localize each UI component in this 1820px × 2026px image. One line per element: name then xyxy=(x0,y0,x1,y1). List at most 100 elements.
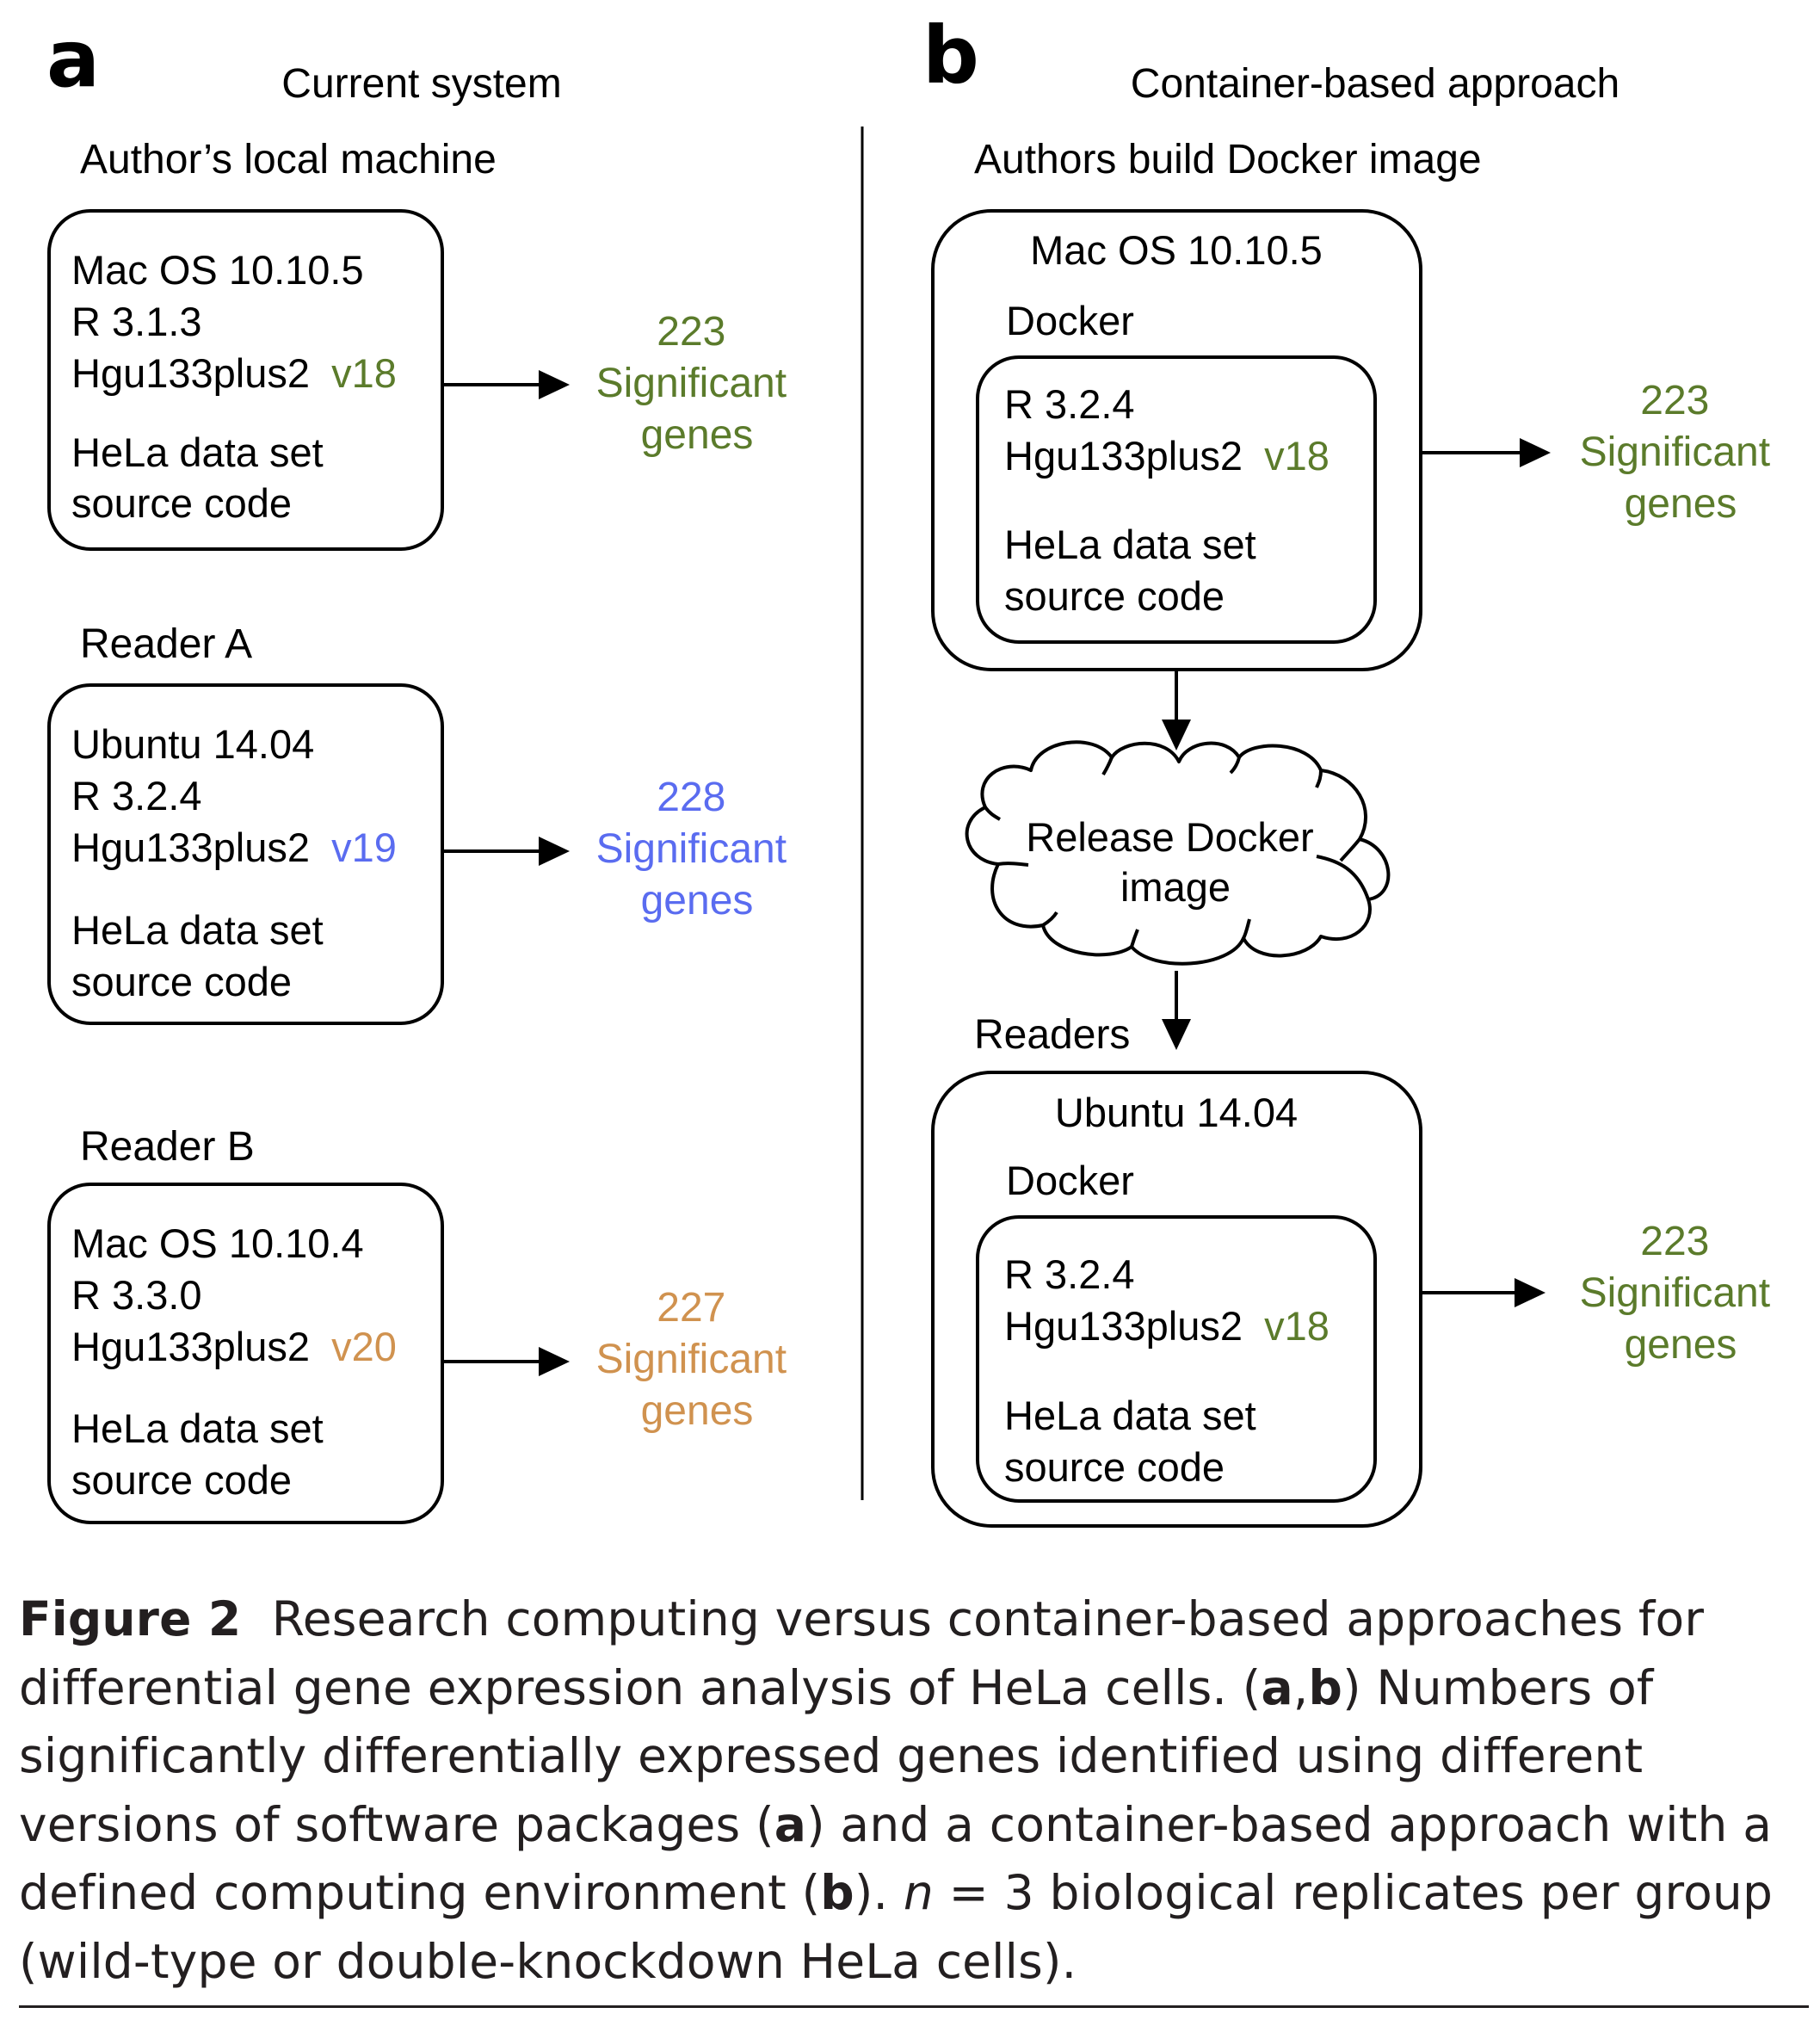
container-label: Docker xyxy=(1006,298,1134,343)
arrowhead-icon xyxy=(539,370,570,399)
source-line: source code xyxy=(71,1457,292,1503)
result-count: 228 xyxy=(657,775,725,820)
arrowhead-icon xyxy=(1520,438,1551,467)
result-label: Significant xyxy=(596,1337,787,1382)
environment-box xyxy=(47,1183,444,1524)
container-box xyxy=(976,355,1377,644)
arrowhead-down-icon xyxy=(1162,1019,1191,1050)
result-label: Significant xyxy=(596,826,787,872)
caption-text: = 3 biological replicates per group (wil… xyxy=(19,1865,1774,1989)
group-reader-a: Reader A Ubuntu 14.04 R 3.2.4 Hgu133plus… xyxy=(47,621,799,1025)
caption-text: ). xyxy=(854,1865,904,1920)
dataset-line: HeLa data set xyxy=(71,1405,324,1451)
group-label: Reader B xyxy=(80,1124,255,1170)
arrowhead-icon xyxy=(539,837,570,866)
host-reader-ubuntu: Ubuntu 14.04 Docker R 3.2.4 Hgu133plus2 … xyxy=(931,1071,1782,1528)
panel-b: b Container-based approach Authors build… xyxy=(922,9,1782,1528)
result-count: 227 xyxy=(657,1285,725,1331)
package-name: Hgu133plus2 xyxy=(1004,433,1243,479)
r-version: R 3.2.4 xyxy=(1004,381,1135,427)
package-version: v18 xyxy=(331,350,397,396)
dataset-line: HeLa data set xyxy=(1004,522,1256,567)
arrowhead-down-icon xyxy=(1162,720,1191,750)
figure-diagram: a Current system Author’s local machine … xyxy=(46,9,1782,1528)
result-label: genes xyxy=(641,878,754,923)
source-line: source code xyxy=(1004,1444,1225,1490)
caption-text: ) and a container-based approach with a … xyxy=(19,1796,1773,1921)
package-name: Hgu133plus2 xyxy=(71,350,310,396)
container-box xyxy=(976,1215,1377,1503)
release-cloud: Release Docker image xyxy=(965,740,1391,966)
environment-box xyxy=(47,209,444,551)
r-version: R 3.1.3 xyxy=(71,299,202,344)
svg-text:227 Significant: 227 Significant genes xyxy=(596,1285,799,1434)
caption-rule xyxy=(19,2005,1809,2008)
panel-b-letter: b xyxy=(922,9,979,102)
panel-a-title: Current system xyxy=(281,61,561,107)
svg-text:R 3.2.4 Hgu133plus2: R 3.2.4 Hgu133plus2 v18 HeLa data set so… xyxy=(1004,1251,1341,1490)
environment-box xyxy=(47,683,444,1025)
result-count: 223 xyxy=(657,309,725,355)
package-version: v19 xyxy=(331,825,397,870)
dataset-line: HeLa data set xyxy=(71,429,324,475)
group-author-local-machine: Author’s local machine Mac OS 10.10.5 R … xyxy=(47,137,799,551)
cloud-icon xyxy=(965,740,1391,966)
caption-text: , xyxy=(1293,1659,1309,1715)
host-os: Mac OS 10.10.5 xyxy=(1030,227,1323,273)
os-version: Mac OS 10.10.5 xyxy=(71,247,364,293)
svg-text:Ubuntu 14.04 R 3.2.4: Ubuntu 14.04 R 3.2.4 Hgu133plus2 v19 HeL… xyxy=(71,721,408,1004)
host-author-mac: Mac OS 10.10.5 Docker R 3.2.4 Hgu133plus… xyxy=(931,209,1782,671)
package-version: v20 xyxy=(331,1324,397,1369)
source-line: source code xyxy=(71,480,292,526)
group-label: Author’s local machine xyxy=(80,137,497,182)
panel-ref: b xyxy=(1308,1659,1343,1715)
svg-text:223 Significant: 223 Significant genes xyxy=(1580,1219,1782,1368)
panel-b-title: Container-based approach xyxy=(1131,61,1619,107)
package-name: Hgu133plus2 xyxy=(71,1324,310,1369)
figure-caption: Figure 2 Research computing versus conta… xyxy=(19,1585,1809,1996)
figure-label: Figure 2 xyxy=(19,1591,242,1646)
host-box xyxy=(931,1071,1422,1528)
dataset-line: HeLa data set xyxy=(71,907,324,953)
svg-text:223 Significant: 223 Significant genes xyxy=(596,309,799,458)
result-label: Significant xyxy=(1580,429,1770,475)
panel-ref: b xyxy=(820,1865,854,1920)
result-label: genes xyxy=(1625,1322,1737,1368)
build-label: Authors build Docker image xyxy=(974,137,1482,182)
result-count: 223 xyxy=(1640,378,1709,423)
caption-text: Research computing versus container-base… xyxy=(19,1591,1705,1715)
package-version: v18 xyxy=(1264,1303,1330,1349)
r-version: R 3.2.4 xyxy=(1004,1251,1135,1297)
caption-text: ) Numbers of significantly differentiall… xyxy=(19,1659,1654,1852)
arrowhead-icon xyxy=(1515,1278,1545,1307)
result-label: genes xyxy=(641,1388,754,1434)
panel-ref: a xyxy=(1261,1659,1293,1715)
svg-text:223 Significant: 223 Significant genes xyxy=(1580,378,1782,527)
dataset-line: HeLa data set xyxy=(1004,1393,1256,1438)
panel-a-letter: a xyxy=(46,13,100,105)
result-label: genes xyxy=(641,412,754,458)
panel-a: a Current system Author’s local machine … xyxy=(46,13,799,1524)
svg-text:228 Significant: 228 Significant genes xyxy=(596,775,799,923)
package-version: v18 xyxy=(1264,433,1330,479)
svg-text:Mac OS 10.10.4 R 3.3.0: Mac OS 10.10.4 R 3.3.0 Hgu133plus2 v20 H… xyxy=(71,1220,408,1503)
container-label: Docker xyxy=(1006,1158,1134,1203)
panel-ref: a xyxy=(774,1796,807,1852)
cloud-label: Release Docker xyxy=(1026,814,1313,860)
n-symbol: n xyxy=(903,1865,934,1920)
os-version: Mac OS 10.10.4 xyxy=(71,1220,364,1266)
group-reader-b: Reader B Mac OS 10.10.4 R 3.3.0 Hgu133pl… xyxy=(47,1124,799,1524)
os-version: Ubuntu 14.04 xyxy=(71,721,314,767)
package-name: Hgu133plus2 xyxy=(71,825,310,870)
r-version: R 3.3.0 xyxy=(71,1272,202,1318)
svg-text:R 3.2.4 Hgu133plus2: R 3.2.4 Hgu133plus2 v18 HeLa data set so… xyxy=(1004,381,1341,619)
cloud-detail xyxy=(984,757,1370,948)
readers-label: Readers xyxy=(974,1012,1130,1058)
result-label: genes xyxy=(1625,481,1737,527)
source-line: source code xyxy=(71,959,292,1004)
group-label: Reader A xyxy=(80,621,252,667)
svg-text:Release Docker image: Release Docker image xyxy=(1026,814,1324,910)
result-label: Significant xyxy=(1580,1270,1770,1316)
package-name: Hgu133plus2 xyxy=(1004,1303,1243,1349)
host-os: Ubuntu 14.04 xyxy=(1055,1090,1298,1135)
